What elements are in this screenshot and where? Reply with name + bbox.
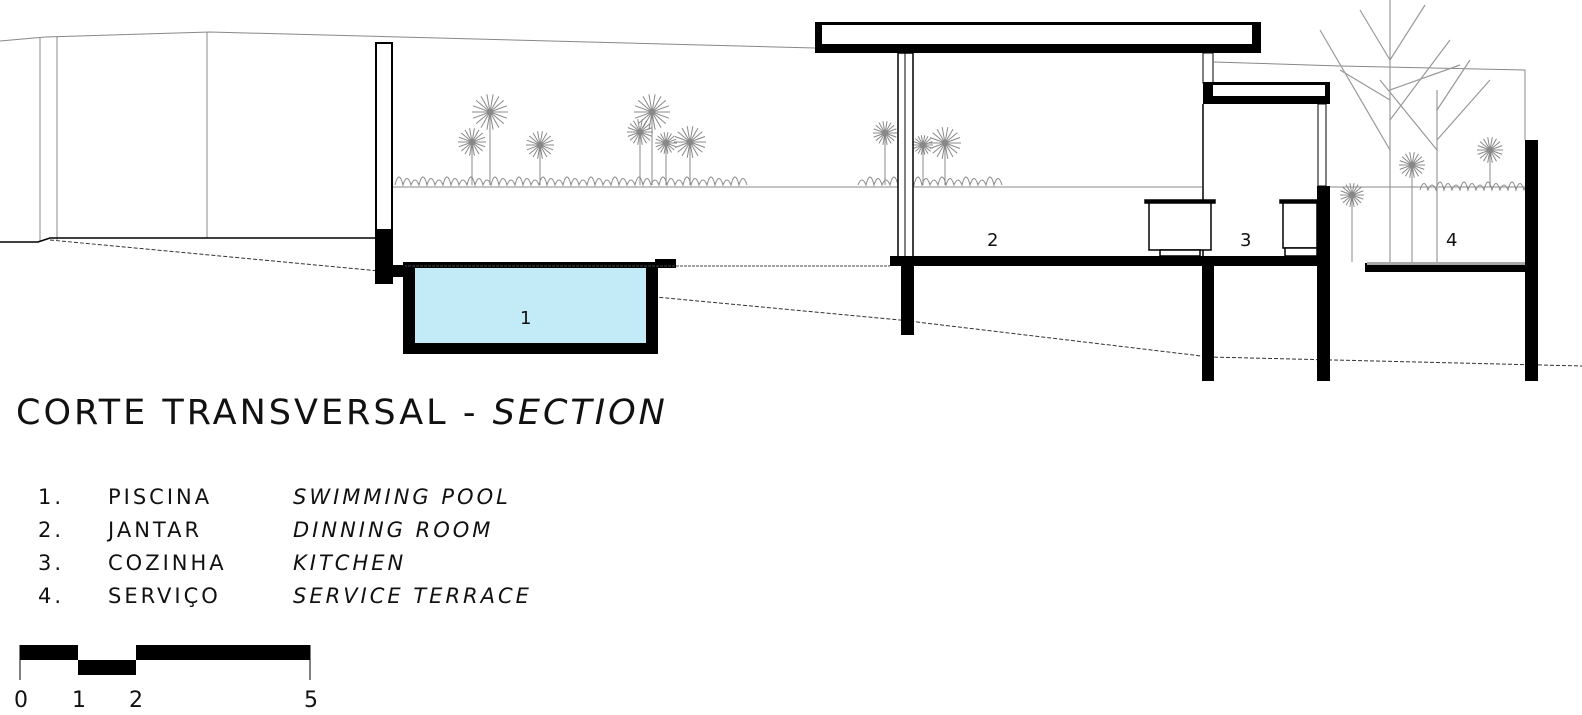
shrub xyxy=(1419,181,1533,192)
palm-plant xyxy=(873,121,897,185)
scale-tick-5: 5 xyxy=(304,688,318,713)
palm-plant xyxy=(674,126,706,185)
legend-pt: PISCINA xyxy=(108,485,213,509)
kitchen-counters xyxy=(1144,199,1318,257)
palm-plant xyxy=(1340,183,1364,262)
house-structure xyxy=(890,52,1538,381)
palm-plant xyxy=(1399,152,1425,262)
palm-plant xyxy=(458,128,486,185)
title-pt: CORTE TRANSVERSAL xyxy=(16,393,449,433)
legend-en: KITCHEN xyxy=(293,551,407,575)
tree xyxy=(1319,0,1491,262)
palm-plant xyxy=(526,131,554,185)
title-separator: - xyxy=(462,393,479,433)
legend-num: 2. xyxy=(38,518,65,542)
palm-plant xyxy=(634,94,670,185)
legend-item: 3. COZINHA KITCHEN xyxy=(38,547,532,580)
palm-plant xyxy=(929,127,961,185)
legend-en: DINNING ROOM xyxy=(293,518,494,542)
ground-line xyxy=(0,237,375,243)
legend-num: 4. xyxy=(38,584,65,608)
legend-en: SWIMMING POOL xyxy=(293,485,511,509)
swimming-pool xyxy=(392,259,890,354)
room-label-2: 2 xyxy=(987,230,999,251)
legend-item: 1. PISCINA SWIMMING POOL xyxy=(38,481,532,514)
scale-bar xyxy=(19,645,311,680)
legend-item: 2. JANTAR DINNING ROOM xyxy=(38,514,532,547)
scale-tick-1: 1 xyxy=(72,688,86,713)
roof-slab xyxy=(815,22,1261,53)
room-label-1: 1 xyxy=(520,308,532,329)
palm-plant xyxy=(1477,137,1503,187)
legend-en: SERVICE TERRACE xyxy=(293,584,532,608)
legend-pt: COZINHA xyxy=(108,551,227,575)
scale-tick-0: 0 xyxy=(14,688,28,713)
palm-plant xyxy=(627,119,653,185)
room-label-4: 4 xyxy=(1446,230,1458,251)
legend-num: 3. xyxy=(38,551,65,575)
scale-tick-2: 2 xyxy=(129,688,143,713)
background-terrain xyxy=(0,31,1526,242)
legend-item: 4. SERVIÇO SERVICE TERRACE xyxy=(38,580,532,613)
garden-wall xyxy=(375,42,405,284)
legend: 1. PISCINA SWIMMING POOL 2. JANTAR DINNING R… xyxy=(38,481,532,613)
shrub xyxy=(857,176,1003,187)
palm-plant xyxy=(655,132,677,185)
drawing-title: CORTE TRANSVERSAL - SECTION xyxy=(16,393,668,433)
palm-plant xyxy=(913,135,933,185)
palm-plant xyxy=(472,94,508,185)
legend-pt: JANTAR xyxy=(108,518,203,542)
shrub xyxy=(394,176,748,187)
vegetation xyxy=(394,94,1533,262)
legend-pt: SERVIÇO xyxy=(108,584,221,608)
legend-num: 1. xyxy=(38,485,65,509)
room-label-3: 3 xyxy=(1240,230,1252,251)
title-en: SECTION xyxy=(492,393,668,433)
